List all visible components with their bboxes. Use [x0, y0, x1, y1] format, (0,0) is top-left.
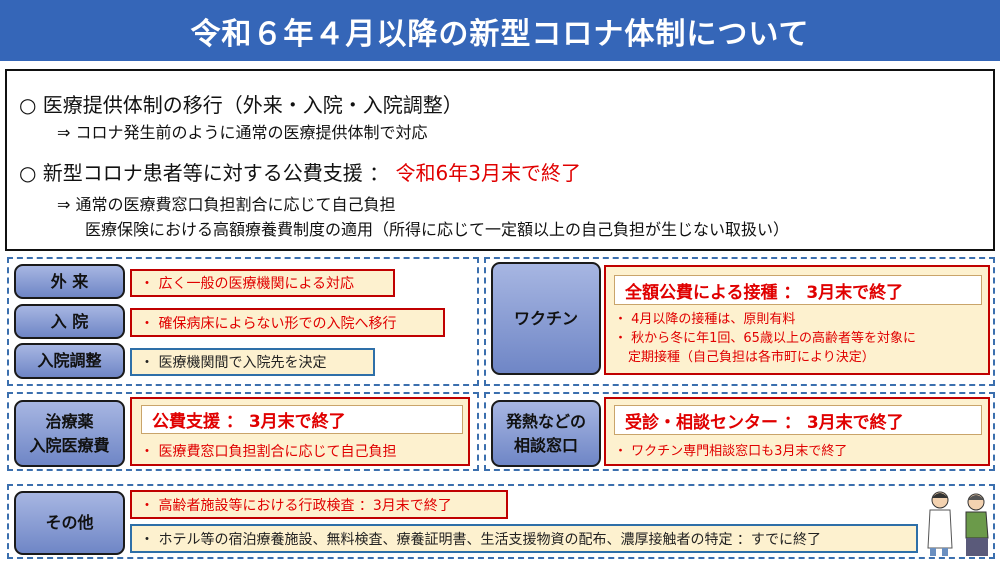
consult-section — [484, 392, 995, 471]
other-item-1: ・ 高齢者施設等における行政検査 ：3月末で終了 — [130, 490, 508, 519]
consult-content: 受診・相談センター ： 3月末で終了 ・ ワクチン専門相談窓口も3月末で終了 — [604, 397, 990, 466]
summary-box: ○ 医療提供体制の移行（外来・入院・入院調整） ⇒ コロナ発生前のように通常の医… — [5, 69, 995, 251]
consult-label: 発熱などの相談窓口 — [491, 400, 601, 467]
treatment-label-line-2: 入院医療費 — [29, 435, 110, 455]
summary-item-1-sub: ⇒ コロナ発生前のように通常の医療提供体制で対応 — [57, 123, 428, 142]
consult-bullet: ・ ワクチン専門相談窓口も3月末で終了 — [614, 444, 848, 459]
inpatient-label: 入 院 — [14, 304, 125, 339]
other-label: その他 — [14, 491, 125, 555]
medical-system-section — [7, 257, 479, 386]
treatment-headline: 公費支援 ： 3月末で終了 — [141, 405, 463, 434]
vaccine-bullet-2-cont: 定期接種（自己負担は各市町により決定） — [628, 350, 875, 365]
admission-text: ・ 医療機関間で入院先を決定 — [130, 348, 375, 376]
treatment-bullet: ・ 医療費窓口負担割合に応じて自己負担 — [140, 444, 397, 460]
summary-item-2-sub-2: 医療保険における高額療養費制度の適用（所得に応じて一定額以上の自己負担が生じない… — [85, 220, 790, 239]
admission-label: 入院調整 — [14, 343, 125, 379]
treatment-label: 治療薬入院医療費 — [14, 400, 125, 467]
vaccine-content: 全額公費による接種 ： 3月末で終了 ・ 4月以降の接種は、原則有料 ・ 秋から… — [604, 265, 990, 375]
inpatient-text: ・ 確保病床によらない形での入院へ移行 — [130, 308, 445, 337]
summary-item-2-sub-1: ⇒ 通常の医療費窓口負担割合に応じて自己負担 — [57, 195, 396, 214]
treatment-label-line-1: 治療薬 — [45, 412, 94, 432]
vaccine-label: ワクチン — [491, 262, 601, 375]
doctor-patient-illustration — [927, 491, 989, 556]
treatment-content: 公費支援 ： 3月末で終了 ・ 医療費窓口負担割合に応じて自己負担 — [130, 397, 470, 466]
vaccine-bullet-2: ・ 秋から冬に年1回、65歳以上の高齢者等を対象に — [614, 331, 916, 346]
outpatient-text: ・ 広く一般の医療機関による対応 — [130, 269, 395, 297]
summary-item-2-highlight: 令和6年3月末で終了 — [395, 161, 581, 185]
treatment-section — [7, 392, 479, 471]
doctor-icon — [927, 491, 953, 556]
summary-item-2-text: ○ 新型コロナ患者等に対する公費支援 ： — [19, 161, 396, 185]
vaccine-headline: 全額公費による接種 ： 3月末で終了 — [614, 275, 982, 305]
patient-icon — [965, 493, 989, 556]
summary-item-1: ○ 医療提供体制の移行（外来・入院・入院調整） — [19, 93, 463, 117]
vaccine-section — [484, 257, 995, 386]
consult-label-line-1: 発熱などの — [505, 412, 586, 432]
vaccine-bullet-1: ・ 4月以降の接種は、原則有料 — [614, 312, 796, 327]
summary-item-2: ○ 新型コロナ患者等に対する公費支援 ： 令和6年3月末で終了 — [19, 157, 581, 186]
consult-headline: 受診・相談センター ： 3月末で終了 — [614, 405, 982, 435]
consult-label-line-2: 相談窓口 — [513, 435, 578, 455]
other-section — [7, 484, 995, 559]
outpatient-label: 外 来 — [14, 264, 125, 299]
page-title: 令和６年４月以降の新型コロナ体制について — [0, 0, 1000, 61]
other-item-2: ・ ホテル等の宿泊療養施設、無料検査、療養証明書、生活支援物資の配布、濃厚接触者… — [130, 524, 918, 553]
